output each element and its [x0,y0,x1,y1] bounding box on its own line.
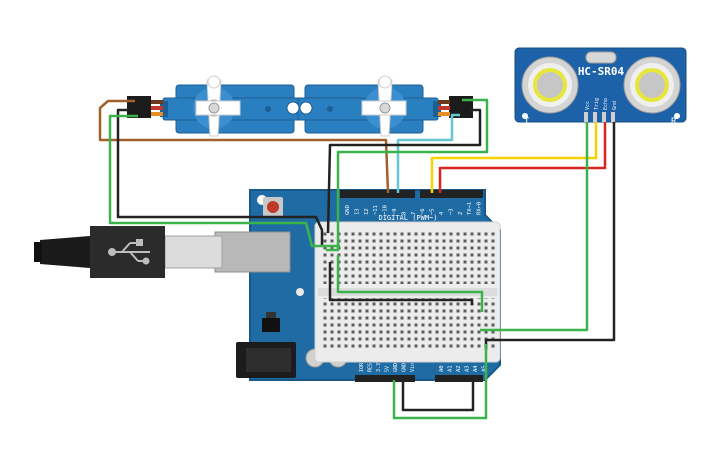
power-pin-label: GND [402,363,408,372]
usb-connector [34,226,291,278]
power-pin-label: GND [393,363,399,372]
power-pin-label: RESET [368,357,374,372]
analog-pin-label: A3 [465,365,471,372]
wire-cyan-servo-right [396,113,460,193]
wire-black-power-gnd [401,380,475,412]
breadboard-upper-holes [320,232,495,284]
wire-green-vcc [480,122,589,332]
sensor-name-label: HC-SR04 [578,65,625,78]
wire-green-breadboard-rail [336,255,484,312]
digital-header-high [340,190,415,198]
servo-right [297,75,441,137]
digital-header-low [420,190,483,198]
sensor-r-mark: R [671,117,677,127]
sensor-pin-label: Gnd [612,101,618,110]
sensor-t-mark: T [524,117,530,127]
digital-pin-label: GND [345,205,351,215]
usb-cable [40,236,90,268]
digital-pin-label: 7 [411,212,417,215]
breadboard-lower-holes [320,298,495,350]
digital-pin-label: ~9 [392,208,398,215]
voltage-regulator [262,318,280,332]
power-pin-label: 3.3V [376,360,382,372]
power-header [355,375,415,382]
servo-right-plug [438,96,473,118]
wire-red-echo [438,122,607,193]
analog-pin-label: A1 [448,365,454,372]
analog-pin-label: A4 [473,365,479,372]
servo-left [160,75,308,137]
wire-black-servo-left [116,108,324,245]
digital-pin-label: 12 [364,208,370,215]
digital-pin-label: ~5 [430,208,436,215]
wire-green-power-5v [392,344,488,420]
sensor-pin-label: Trig [594,98,600,110]
analog-pin-label: A2 [456,365,462,372]
digital-pin-label: TX→1 [467,202,473,215]
wire-brown-servo-left [98,99,390,194]
wire-black-breadboard-rail [328,262,474,305]
digital-pin-label: 13 [354,208,360,215]
wire-green-servo-left [108,114,340,248]
digital-pin-label: 8 [401,212,407,215]
power-pin-label: 5V [385,366,391,372]
wire-green-servo-right [326,98,489,252]
digital-pin-label: 2 [458,212,464,215]
transducer-right [623,56,681,114]
power-pin-label: Vin [410,363,416,372]
sensor-pin-label: Vcc [585,101,591,110]
power-pin-label: IOREF [359,357,365,372]
servo-horn[interactable] [195,75,241,137]
digital-pin-label: ~3 [448,208,454,215]
digital-pin-label: RX←0 [477,202,483,215]
wires [98,98,616,420]
digital-pin-label: ~10 [383,205,389,215]
digital-pin-label: 4 [439,211,445,215]
digital-pwm-label: DIGITAL (PWM~) [378,214,437,222]
digital-pin-label: ~6 [420,208,426,215]
digital-pin-label: ~11 [373,205,379,215]
reset-button-cap[interactable] [267,201,279,213]
transducer-left [521,56,579,114]
servo-horn[interactable] [361,75,407,137]
analog-pin-label: A5 [482,365,488,372]
usb-icon [108,239,150,265]
dc-power-jack [236,342,296,378]
wire-yellow-trig [430,122,598,193]
servo-left-plug [127,96,163,118]
crystal [585,51,617,64]
analog-header [435,375,483,382]
wire-black-servo-right [326,108,482,234]
analog-pin-label: A0 [439,365,445,372]
usb-port [214,231,291,273]
sensor-pin-label: Echo [603,98,609,110]
